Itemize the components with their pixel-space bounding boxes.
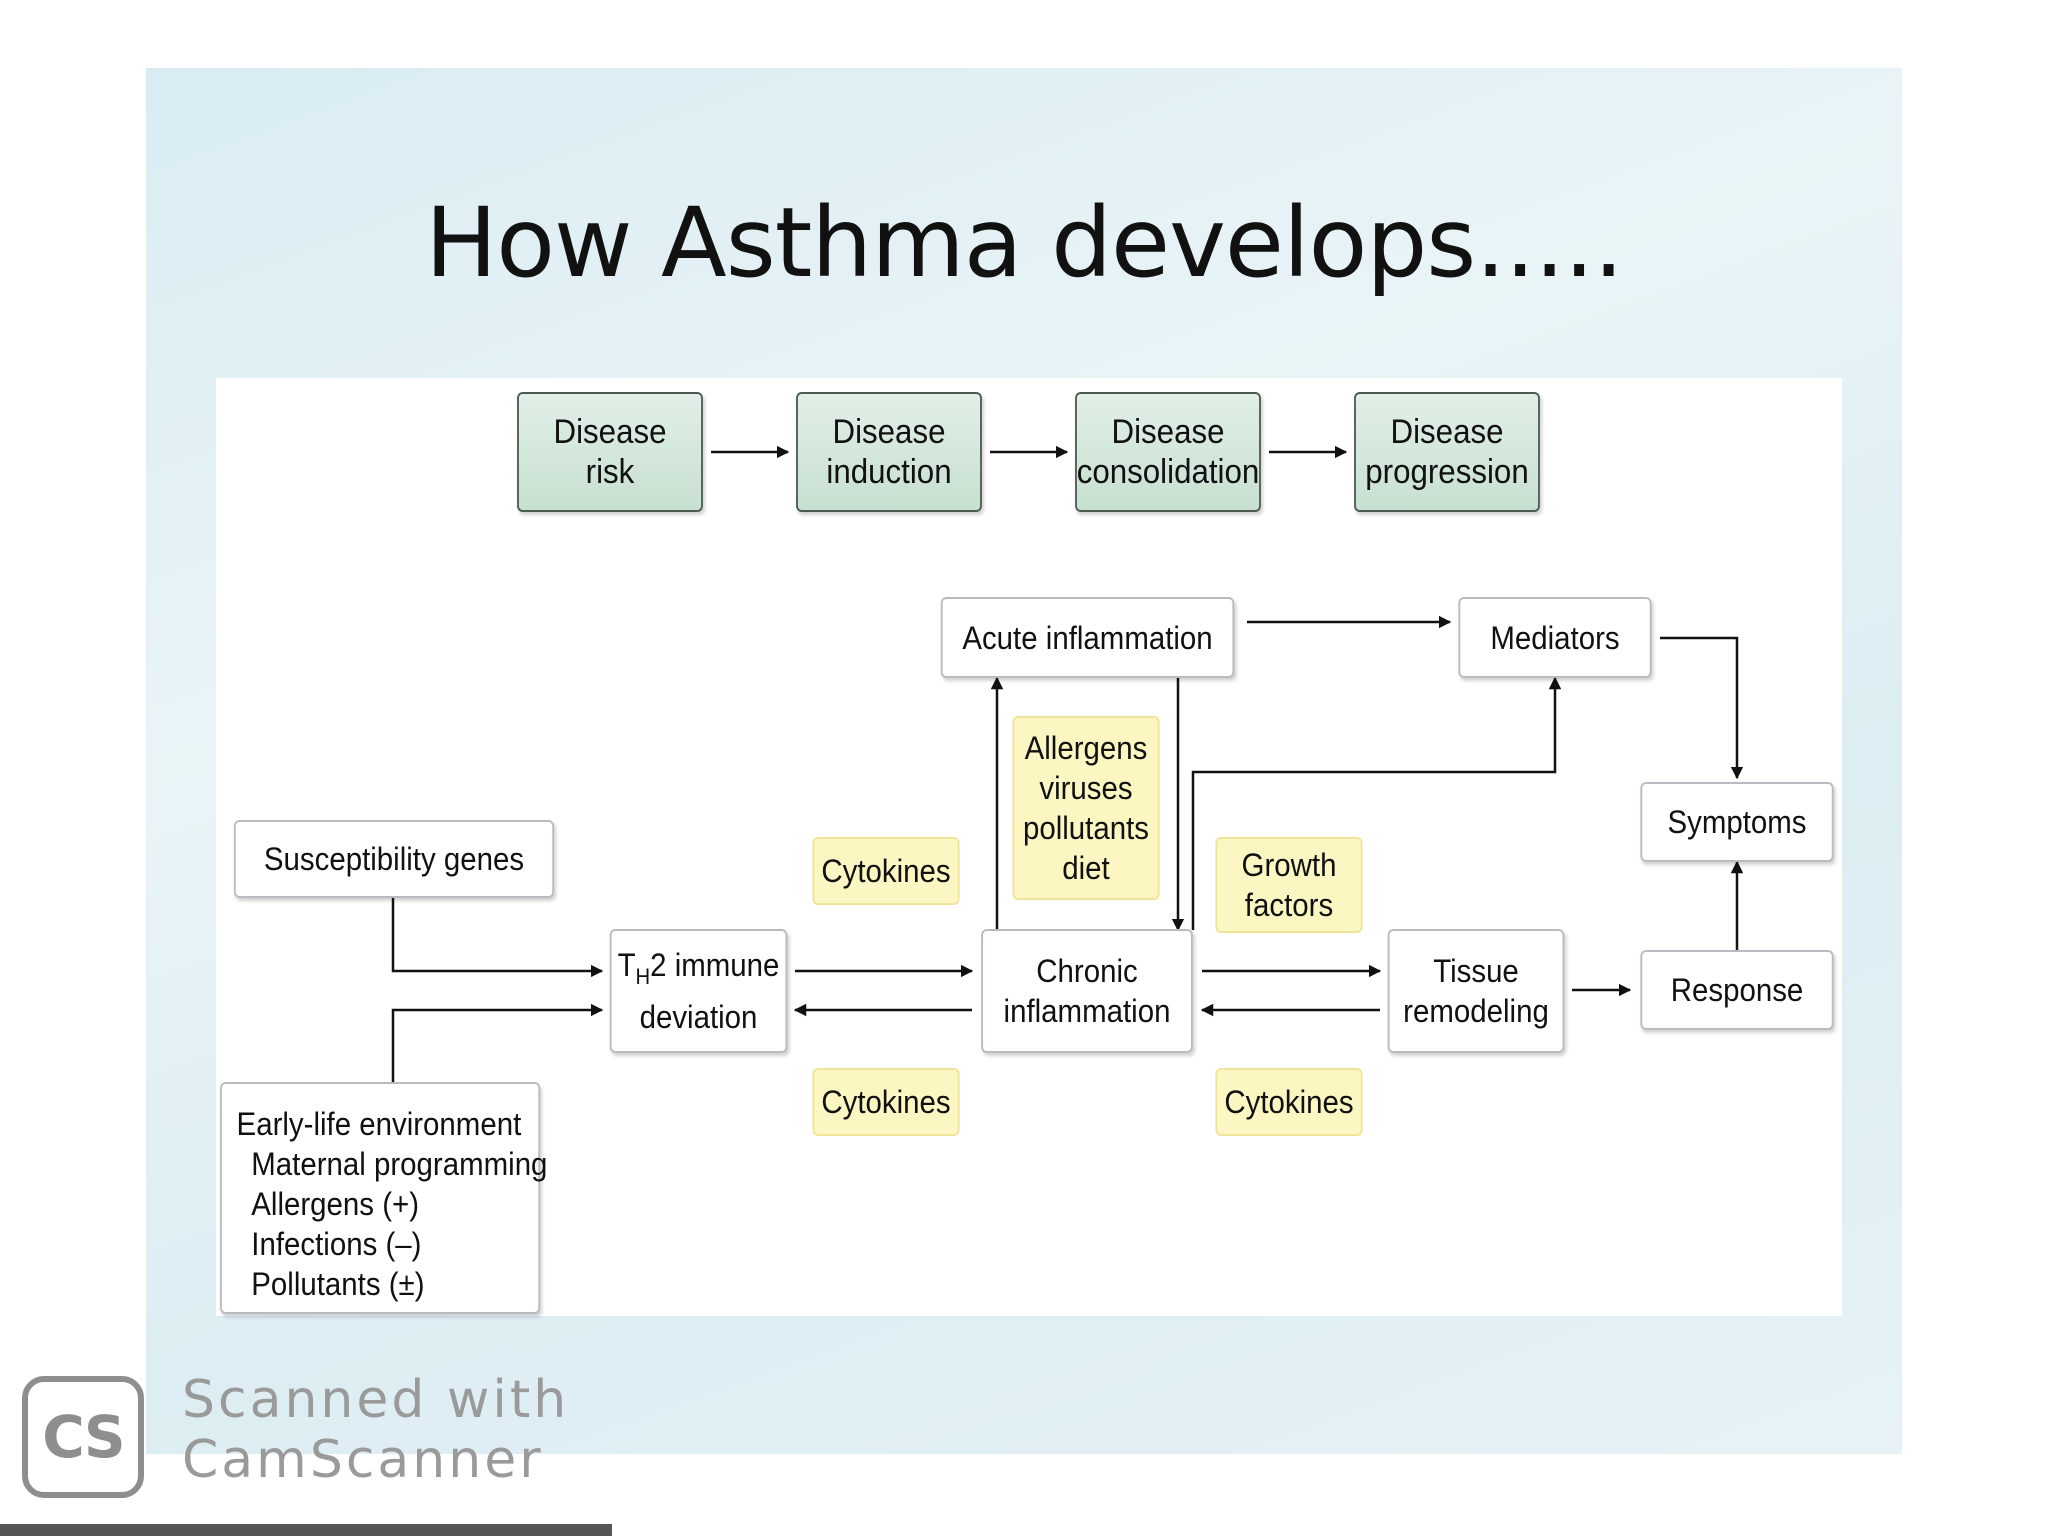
- watermark-line-2: CamScanner: [182, 1430, 544, 1490]
- node-th2-immune-deviation: TH2 immune deviation: [609, 929, 788, 1053]
- camscanner-logo-icon: CS: [22, 1376, 144, 1498]
- factor-cytokines-top: Cytokines: [812, 837, 960, 905]
- watermark-line-1: Scanned with: [182, 1370, 570, 1430]
- arrow-mediators-to-symptoms: [1660, 636, 1744, 780]
- bottom-edge-strip: [0, 1524, 612, 1536]
- node-mediators: Mediators: [1458, 597, 1652, 678]
- node-response: Response: [1640, 950, 1834, 1030]
- arrow-genes-to-th2: [391, 898, 604, 978]
- arrow-early-life-to-th2: [391, 1003, 604, 1082]
- node-early-life-environment: Early-life environment Maternal programm…: [220, 1082, 547, 1314]
- node-symptoms: Symptoms: [1640, 782, 1834, 862]
- factor-cytokines-bottom-right: Cytokines: [1215, 1068, 1363, 1136]
- camscanner-watermark: CS Scanned with CamScanner: [18, 1368, 578, 1508]
- node-susceptibility-genes: Susceptibility genes: [233, 820, 555, 898]
- node-acute-inflammation: Acute inflammation: [940, 597, 1235, 678]
- factor-cytokines-bottom-left: Cytokines: [812, 1068, 960, 1136]
- arrow-chronic-to-mediators: [1191, 676, 1562, 930]
- page-title: How Asthma develops.....: [425, 187, 1624, 299]
- factor-triggers: Allergens viruses pollutants diet: [1012, 716, 1160, 900]
